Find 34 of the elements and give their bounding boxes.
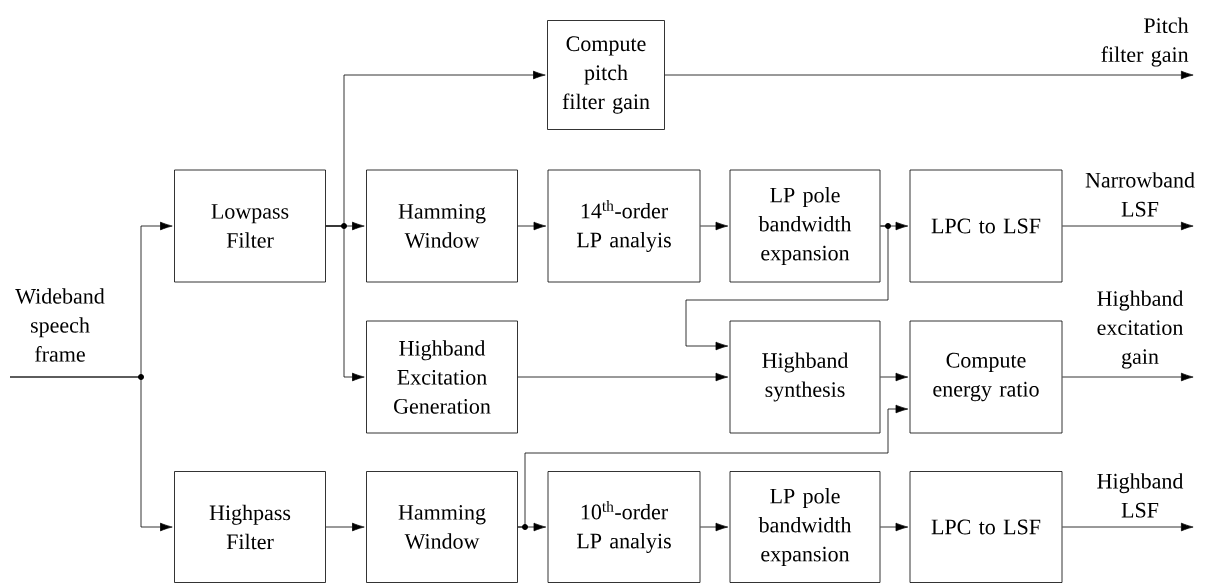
arrow <box>1062 372 1194 382</box>
arrow <box>517 372 729 382</box>
output-label: Pitch filter gain <box>1101 17 1189 67</box>
process-box: 10$^{th}$-order LP analyis <box>547 471 701 583</box>
process-box: LPC to LSF <box>909 471 1063 583</box>
process-box: LP pole bandwidth expansion <box>729 471 881 583</box>
process-box: Hamming Window <box>366 169 518 283</box>
process-box: Highband Excitation Generation <box>366 320 518 434</box>
arrow <box>325 522 365 532</box>
process-box: Highpass Filter <box>174 471 326 583</box>
process-box: Highband synthesis <box>729 320 881 434</box>
arrow <box>1062 221 1194 231</box>
arrow <box>700 522 729 532</box>
process-box: Hamming Window <box>366 471 518 583</box>
process-box: Compute pitch filter gain <box>547 20 665 130</box>
arrow <box>1062 522 1194 532</box>
arrow <box>685 225 889 351</box>
arrow <box>325 225 365 382</box>
input-label: Wideband speech frame <box>15 288 105 362</box>
output-label: Highband LSF <box>1097 473 1184 518</box>
arrow <box>9 376 173 532</box>
output-label: Narrowband LSF <box>1085 172 1195 217</box>
arrow <box>880 522 909 532</box>
process-box: Compute energy ratio <box>909 320 1063 434</box>
arrow <box>700 221 729 231</box>
arrow <box>880 372 909 382</box>
arrow <box>517 221 547 231</box>
arrow <box>517 522 547 532</box>
process-box: 14$^{th}$-order LP analyis <box>547 169 701 283</box>
process-box: Lowpass Filter <box>174 169 326 283</box>
arrow <box>664 70 1194 80</box>
output-label: Highband excitation gain <box>1097 290 1184 369</box>
process-box: LP pole bandwidth expansion <box>729 169 881 283</box>
process-box: LPC to LSF <box>909 169 1063 283</box>
